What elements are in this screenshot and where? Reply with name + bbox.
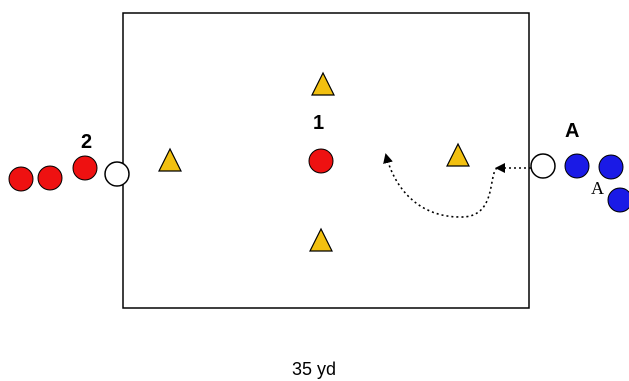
red-player bbox=[37, 165, 63, 191]
label-group-2: 2 bbox=[81, 131, 92, 153]
cone-left bbox=[158, 147, 182, 172]
label-group-1: 1 bbox=[313, 112, 324, 134]
red-player-line bbox=[8, 155, 98, 192]
label-player-a: A bbox=[591, 178, 604, 198]
blue-player-group bbox=[564, 153, 629, 213]
red-player-center bbox=[308, 148, 334, 174]
blue-player bbox=[598, 154, 624, 180]
field-width-label: 35 yd bbox=[292, 359, 336, 379]
field-boundary bbox=[122, 12, 530, 309]
blue-player bbox=[607, 187, 629, 213]
neutral-player-left bbox=[104, 161, 130, 187]
label-team-a: A bbox=[565, 120, 579, 142]
red-player bbox=[8, 166, 34, 192]
cone-top bbox=[311, 71, 335, 96]
cone-right bbox=[446, 142, 470, 167]
blue-player bbox=[564, 153, 590, 179]
neutral-player-right bbox=[530, 153, 556, 179]
run-arrow bbox=[383, 153, 498, 218]
red-player bbox=[72, 155, 98, 181]
cone-bottom bbox=[309, 227, 333, 252]
cones bbox=[158, 71, 470, 252]
